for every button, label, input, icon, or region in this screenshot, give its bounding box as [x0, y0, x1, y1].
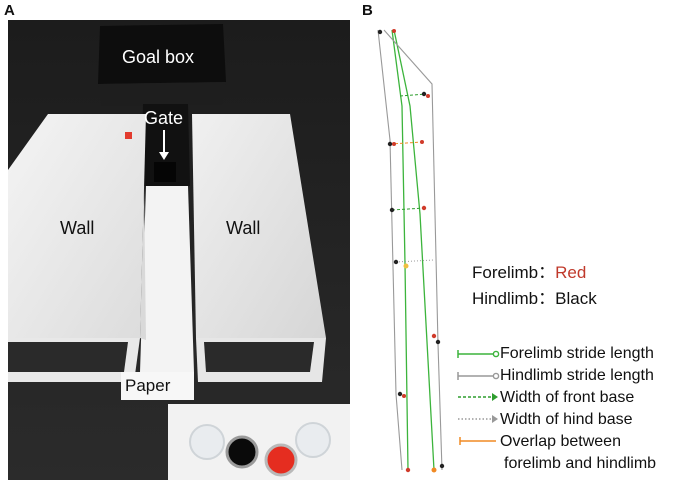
legend-symbols	[457, 350, 500, 445]
legend-symbol-overlap	[459, 437, 496, 445]
front-base-1	[399, 93, 427, 97]
hindlimb-key-label: Hindlimb	[472, 289, 539, 308]
legend-symbol-front-base	[458, 393, 498, 401]
panel-b-letter: B	[362, 2, 373, 19]
right-wall-top	[192, 114, 326, 338]
red-ink-dish	[264, 443, 298, 477]
apparatus-photo: Goal box Gate Wall Wall Paper	[8, 20, 350, 480]
legend-label-hind-base: Width of hind base	[500, 411, 633, 428]
hind-base-1	[395, 259, 435, 263]
gate-arrowhead	[159, 152, 169, 160]
left-wall-tunnel	[8, 342, 128, 372]
forelimb-stride-line-right	[393, 29, 435, 471]
legend-symbol-forelimb-stride	[457, 350, 500, 358]
dish-left	[189, 424, 225, 460]
paper-end	[121, 372, 194, 400]
runway-shadow	[140, 188, 146, 340]
footprint-diagram	[377, 29, 445, 473]
hindlimb-key: Hindlimb：Black	[472, 284, 597, 309]
red-marker	[125, 132, 132, 139]
black-ink-dish	[225, 435, 259, 469]
hindlimb-stride-line-left	[377, 29, 403, 471]
panel-a-letter: A	[4, 2, 15, 19]
left-wall-top	[8, 114, 146, 338]
forelimb-key-sep: ：	[538, 263, 556, 282]
hindlimb-key-sep: ：	[538, 289, 556, 308]
label-gate: Gate	[144, 108, 184, 128]
forelimb-key-label: Forelimb	[472, 263, 539, 282]
label-goal-box: Goal box	[122, 47, 195, 67]
legend-label-forelimb-stride: Forelimb stride length	[500, 345, 654, 362]
legend-label-overlap: Overlap between	[500, 433, 621, 450]
label-paper: Paper	[125, 376, 171, 395]
legend-symbol-hindlimb-stride	[457, 372, 500, 380]
goal-box-front	[98, 82, 226, 106]
label-wall-left: Wall	[60, 218, 95, 238]
hindlimb-stride-line-right	[383, 29, 443, 471]
legend-label-overlap-line2: forelimb and hindlimb	[504, 455, 657, 472]
apparatus-illustration	[8, 20, 350, 480]
legend-symbol-hind-base	[458, 415, 498, 423]
label-wall-right: Wall	[226, 218, 261, 238]
front-base-2	[391, 207, 425, 211]
hindlimb-key-value: Black	[555, 289, 597, 308]
dish-right	[295, 422, 331, 458]
gate-opening	[154, 162, 176, 182]
legend-label-front-base: Width of front base	[500, 389, 635, 406]
footprints	[377, 29, 445, 473]
forelimb-stride-line-left	[391, 29, 409, 471]
right-wall-tunnel	[204, 342, 314, 372]
forelimb-key: Forelimb：Red	[472, 258, 586, 283]
forelimb-key-value: Red	[555, 263, 587, 282]
goal-box-top	[98, 24, 226, 84]
runway-paper	[140, 186, 194, 372]
goal-box-body	[141, 104, 190, 186]
legend-label-hindlimb-stride: Hindlimb stride length	[500, 367, 654, 384]
